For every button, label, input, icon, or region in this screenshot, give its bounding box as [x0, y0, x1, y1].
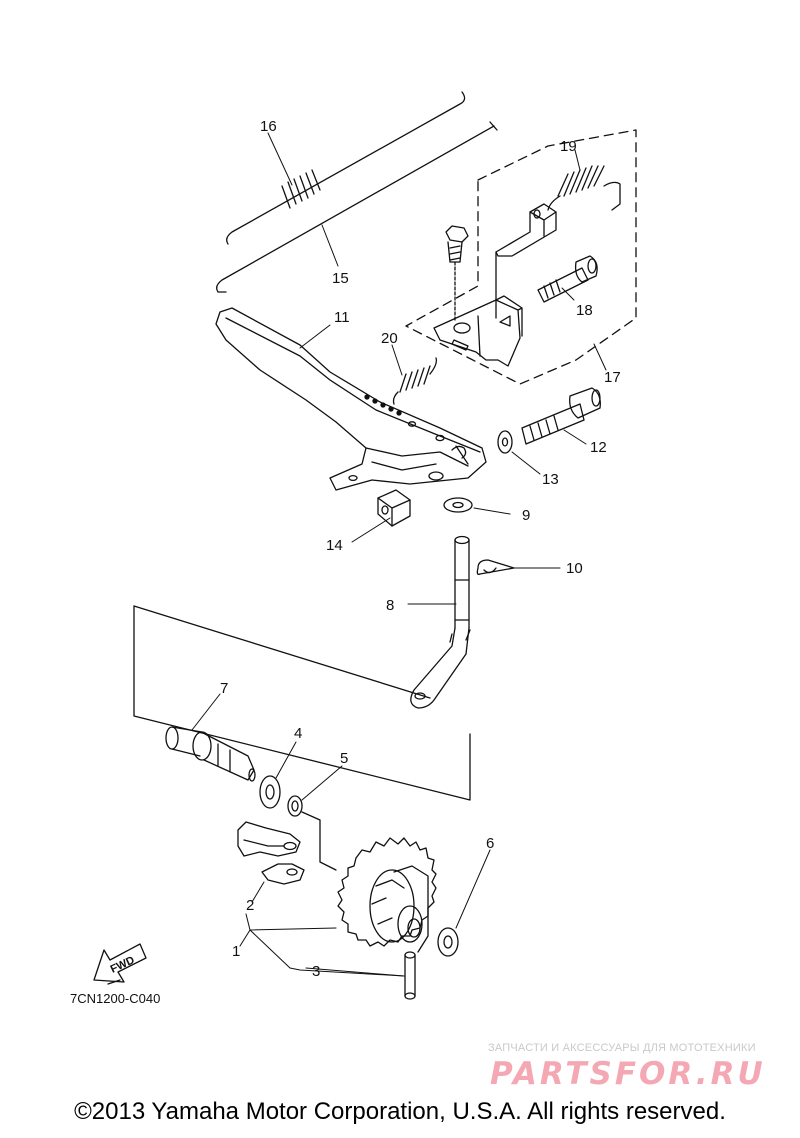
callout-6: 6 [486, 835, 494, 852]
bolt-part-18 [537, 255, 598, 303]
shaft-lever-part-8 [410, 535, 471, 709]
callout-14: 14 [326, 537, 343, 554]
pin-part-3 [404, 951, 416, 1000]
bolt-part-12 [521, 387, 601, 445]
washer-part-6 [437, 927, 459, 957]
callout-13: 13 [542, 471, 559, 488]
callout-8: 8 [386, 597, 394, 614]
fwd-arrow-icon [93, 943, 147, 985]
governor-gear-part-1 [337, 837, 437, 953]
spring-part-20 [392, 357, 438, 405]
watermark-tagline: ЗАПЧАСТИ И АКСЕССУАРЫ ДЛЯ МОТОТЕХНИКИ [488, 1042, 756, 1054]
callout-19: 19 [560, 138, 577, 155]
callout-20: 20 [381, 330, 398, 347]
callout-5: 5 [340, 750, 348, 767]
hairpin-clip-part-10 [476, 559, 515, 576]
spring-washer-part-5 [287, 795, 303, 817]
square-nut-part-14 [377, 489, 411, 527]
stud-pin-part-7 [165, 726, 256, 782]
fwd-label: FWD [109, 954, 137, 975]
washer-part-9 [443, 497, 473, 513]
callout-9: 9 [522, 507, 530, 524]
copyright-notice: ©2013 Yamaha Motor Corporation, U.S.A. A… [74, 1098, 726, 1125]
callout-4: 4 [294, 725, 302, 742]
bracket-assembly-outline-part-17 [405, 129, 637, 385]
weight-plates-part-2 [237, 821, 305, 885]
spring-part-19 [547, 165, 621, 211]
callout-2: 2 [246, 897, 254, 914]
washer-part-4 [259, 775, 281, 809]
callout-10: 10 [566, 560, 583, 577]
callout-12: 12 [590, 439, 607, 456]
callout-1: 1 [232, 943, 240, 960]
link-rod-part-15 [216, 121, 498, 293]
callout-16: 16 [260, 118, 277, 135]
callout-15: 15 [332, 270, 349, 287]
small-bolt [445, 225, 469, 321]
bracket-outline [133, 605, 471, 801]
callout-17: 17 [604, 369, 621, 386]
callout-7: 7 [220, 680, 228, 697]
spring-rod-part-16 [226, 91, 466, 245]
callout-labels: 16 15 11 20 19 18 17 12 13 9 14 10 8 7 4… [70, 118, 621, 1006]
washer-part-13 [497, 430, 513, 454]
watermark-logo: PARTSFOR.RU [490, 1056, 766, 1092]
control-lever-part-11 [215, 307, 487, 491]
callout-11: 11 [334, 309, 350, 326]
diagram-code: 7CN1200-C040 [70, 991, 160, 1006]
bracket-part-17 [433, 203, 557, 367]
callout-3: 3 [312, 963, 320, 980]
callout-18: 18 [576, 302, 593, 319]
